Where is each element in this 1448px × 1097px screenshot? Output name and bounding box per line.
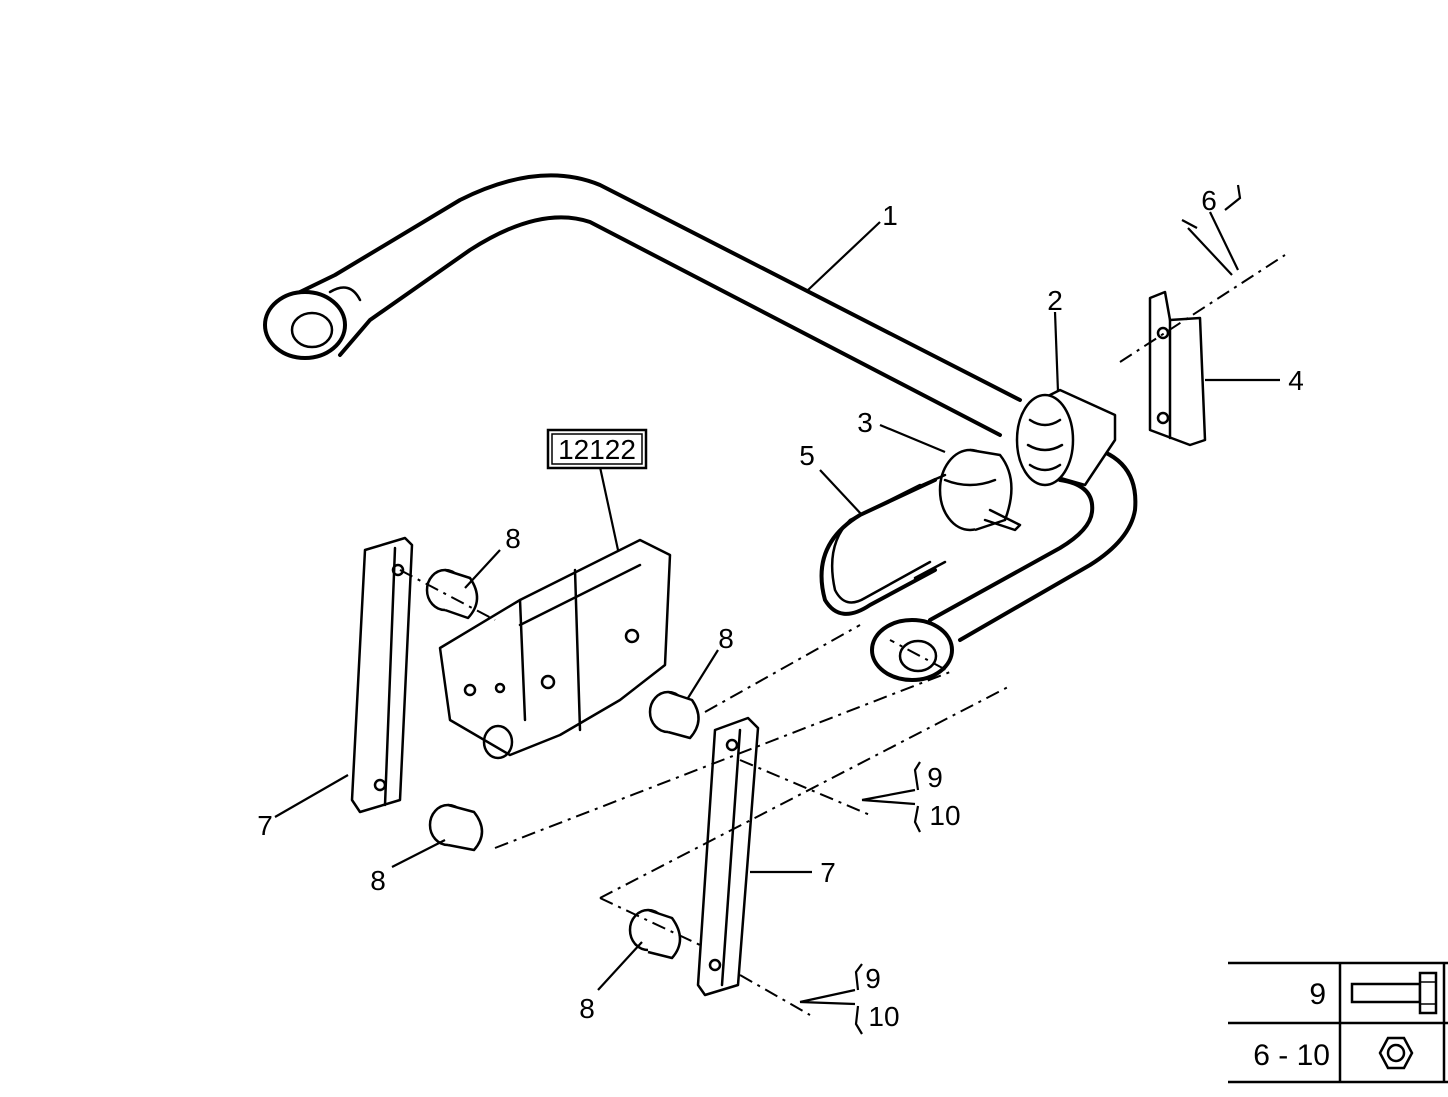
bushing-8c: [428, 803, 484, 852]
callout-5: 5: [799, 440, 815, 471]
callout-9-upper: 9: [927, 762, 943, 793]
bushing-8d: [628, 908, 682, 960]
reference-box: 12122: [546, 428, 648, 470]
callout-labels: 1 2 3 4 5 6 7 7 8 8 8 8 9 10 9 10: [257, 185, 1304, 1032]
callout-4: 4: [1288, 365, 1304, 396]
bushing-8b: [648, 690, 700, 740]
fastener-legend: 9 6 - 10: [1228, 961, 1448, 1084]
callout-1: 1: [882, 200, 898, 231]
callout-7-right: 7: [820, 857, 836, 888]
callout-2: 2: [1047, 285, 1063, 316]
callout-8-middle: 8: [718, 623, 734, 654]
bar-bracket: [1148, 290, 1207, 447]
callout-10-lower: 10: [868, 1001, 899, 1032]
callout-9-lower: 9: [865, 963, 881, 994]
legend-row-1-label: 9: [1309, 978, 1326, 1011]
callout-7-left: 7: [257, 810, 273, 841]
frame-bracket: [438, 538, 672, 760]
leader-lines: [274, 184, 1280, 1035]
callout-8-bottom: 8: [579, 993, 595, 1024]
callout-10-upper: 10: [929, 800, 960, 831]
u-bolt: [819, 473, 947, 616]
stabilizer-bar: [263, 173, 1138, 682]
callout-3: 3: [857, 407, 873, 438]
bar-bushing: [1015, 388, 1117, 487]
legend-row-2-label: 6 - 10: [1253, 1039, 1330, 1072]
link-left: [350, 536, 414, 814]
nut-icon: [1378, 1036, 1414, 1070]
bolt-icon: [1350, 971, 1438, 1015]
callout-8-left: 8: [370, 865, 386, 896]
callout-6: 6: [1201, 185, 1217, 216]
callout-8-top: 8: [505, 523, 521, 554]
link-right: [696, 716, 760, 997]
clamp-bushing: [938, 448, 1022, 532]
reference-number: 12122: [558, 434, 636, 465]
assembly-axis-lines: [399, 254, 1286, 1016]
bushing-8a: [425, 568, 479, 620]
